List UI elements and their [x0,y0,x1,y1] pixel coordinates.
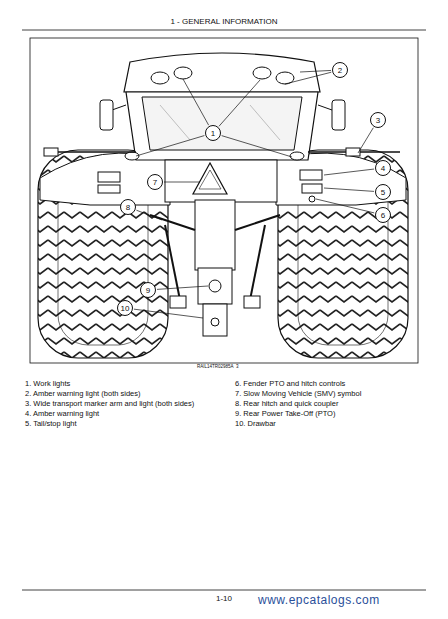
leader-line [300,70,331,72]
callout-number: 3 [376,116,380,125]
callout-number: 6 [381,211,385,220]
legend-item: 7. Slow Moving Vehicle (SMV) symbol [235,389,361,398]
legend-item: 5. Tail/stop light [25,419,77,428]
leader-line [219,80,260,126]
callout-circle: 7 [147,174,163,190]
page-label: 3 [236,364,239,369]
callout-number: 7 [153,178,157,187]
callout-circle: 8 [120,199,136,215]
leader-line [316,199,374,213]
callout-number: 8 [126,203,130,212]
page-header: 1 - GENERAL INFORMATION [170,17,277,26]
legend-item: 6. Fender PTO and hitch controls [235,379,345,388]
leader-line [285,72,331,84]
callout-circle: 2 [332,62,348,78]
page-label: RAIL14TR02985A [197,364,234,369]
leader-line [183,79,209,125]
callout-circle: 9 [140,282,156,298]
legend-item: 3. Wide transport marker arm and light (… [25,399,194,408]
leader-line [164,182,200,183]
watermark: www.epcatalogs.com [258,593,380,607]
legend-item: 1. Work lights [25,379,70,388]
leader-line [136,210,162,220]
callout-number: 9 [146,286,150,295]
callout-circle: 6 [375,207,391,223]
legend-item: 2. Amber warning light (both sides) [25,389,140,398]
callout-circle: 10 [117,300,133,316]
legend-item: 4. Amber warning light [25,409,99,418]
callout-circle: 5 [375,184,391,200]
callout-number: 2 [338,66,342,75]
callout-number: 1 [211,129,215,138]
callout-number: 4 [381,164,385,173]
leader-line [134,309,203,318]
callout-number: 5 [381,188,385,197]
legend-item: 8. Rear hitch and quick coupler [235,399,338,408]
leader-line [324,188,374,191]
leader-line [324,169,374,175]
leader-line [136,136,204,156]
legend-item: 10. Drawbar [235,419,276,428]
leader-line [157,286,208,289]
page-label: 1-10 [216,594,232,603]
leader-line [358,128,373,153]
callout-circle: 3 [370,112,386,128]
callout-circle: 4 [375,160,391,176]
callout-circle: 1 [205,125,221,141]
leader-line [222,136,292,157]
legend-item: 9. Rear Power Take-Off (PTO) [235,409,335,418]
callout-number: 10 [121,304,130,313]
